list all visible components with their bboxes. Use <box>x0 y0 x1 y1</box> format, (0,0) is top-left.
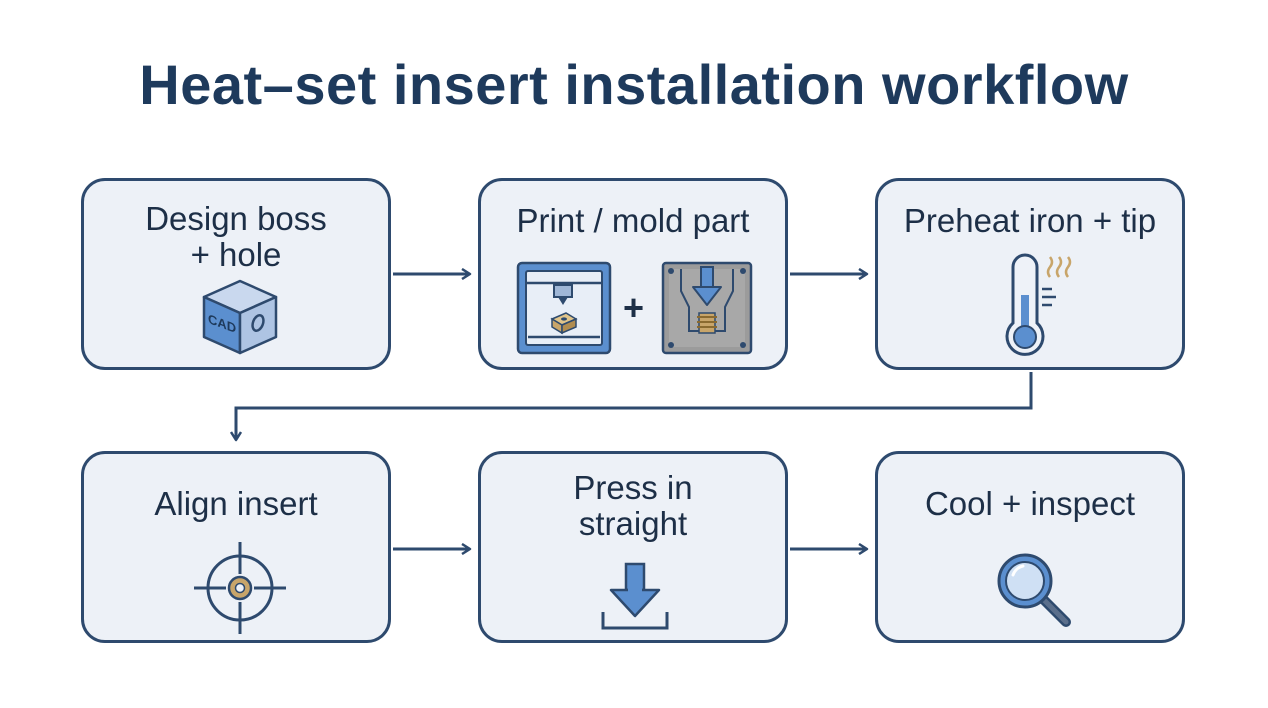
step-label-line: + hole <box>190 236 282 273</box>
step-press-in: Press in straight <box>478 451 788 643</box>
step-label: Print / mold part <box>516 202 750 239</box>
arrow-step3-to-step4 <box>236 372 1033 440</box>
step-cool-inspect: Cool + inspect <box>875 451 1185 643</box>
step-label-line: Press in <box>573 469 693 506</box>
step-preheat-iron: Preheat iron + tip <box>875 178 1185 370</box>
step-design-boss: Design boss + hole CAD <box>81 178 391 370</box>
press-down-arrow-icon <box>601 562 669 630</box>
step-align-insert: Align insert <box>81 451 391 643</box>
step-label: Press in straight <box>481 470 785 542</box>
plus-symbol: + <box>623 287 645 328</box>
magnifier-icon <box>997 553 1071 627</box>
page-title: Heat–set insert installation workflow <box>139 53 1129 116</box>
step-label: Cool + inspect <box>924 485 1136 522</box>
thermometer-heat-icon <box>1005 253 1072 356</box>
mold-icon <box>661 261 753 355</box>
step-label: Align insert <box>154 485 318 522</box>
cad-cube-icon: CAD <box>202 279 278 355</box>
step-label-line: Design boss <box>145 200 327 237</box>
step-print-mold: Print / mold part + <box>478 178 788 370</box>
crosshair-target-icon <box>194 542 286 634</box>
step-label: Preheat iron + tip <box>903 202 1157 239</box>
printer-icon <box>516 261 612 355</box>
step-label: Design boss + hole <box>84 201 388 273</box>
step-label-line: straight <box>578 505 688 542</box>
